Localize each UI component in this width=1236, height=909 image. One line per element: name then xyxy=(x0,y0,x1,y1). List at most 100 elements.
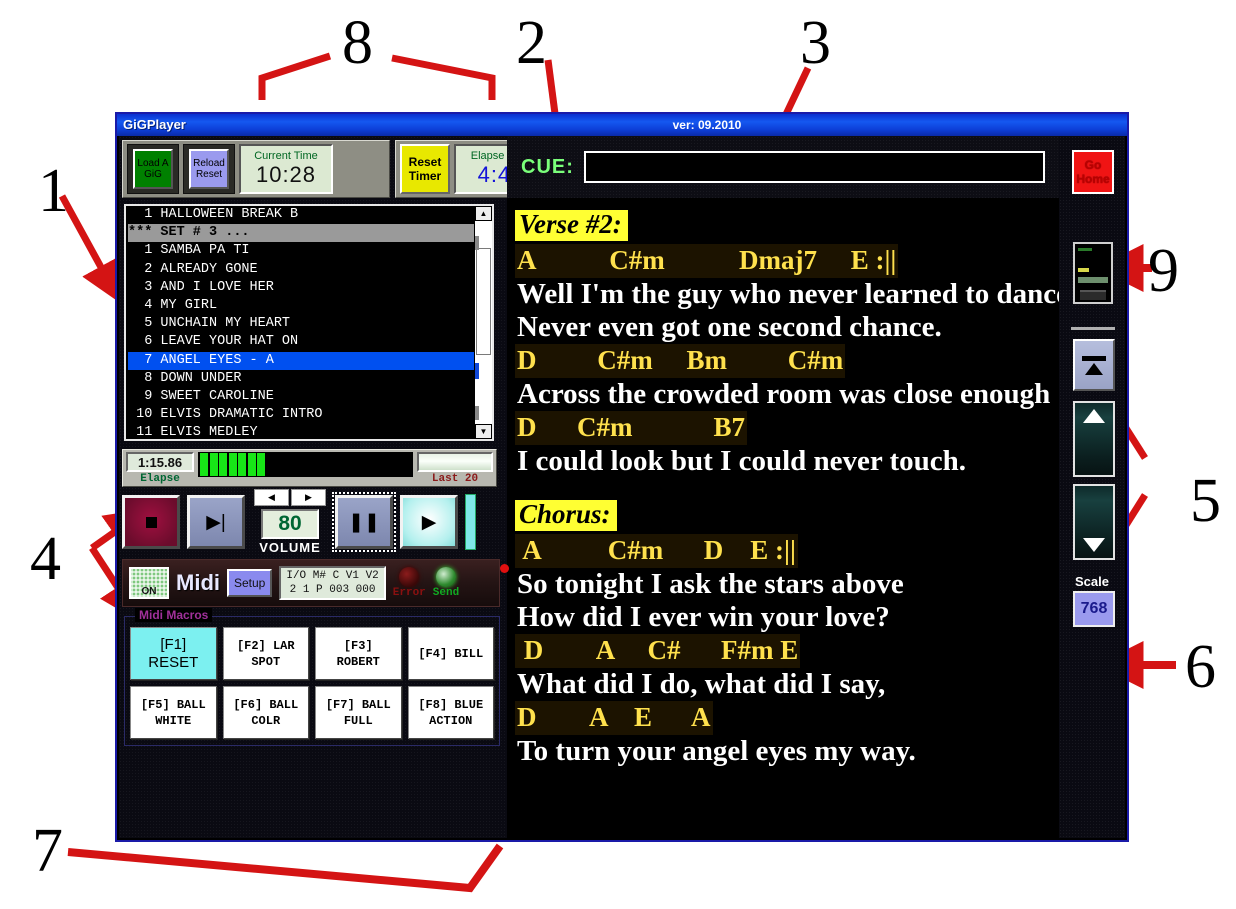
volume-value: 80 xyxy=(261,509,319,539)
progress-segment xyxy=(200,453,208,476)
progress-segment xyxy=(257,453,265,476)
chord-line-wrap: D C#m Bm C#m xyxy=(515,344,1059,378)
annotation-number-4: 4 xyxy=(30,525,61,593)
macro-label-1: [F2] LAR xyxy=(236,638,295,653)
chord-line-wrap: D A C# F#m E xyxy=(515,634,1059,668)
next-track-button[interactable]: ▶| xyxy=(187,495,245,549)
lyric-line: Across the crowded room was close enough xyxy=(517,378,1051,410)
go-home-button[interactable]: Go Home xyxy=(1072,150,1114,194)
midi-send-indicator: Send xyxy=(433,567,459,599)
song-list-row[interactable]: 1 SAMBA PA TI xyxy=(128,243,250,259)
macro-label-1: [F7] BALL xyxy=(325,697,391,712)
midi-table-values: 2 1 P 003 000 xyxy=(289,584,376,596)
annotation-number-7: 7 xyxy=(32,817,63,885)
macro-label-1: [F3] xyxy=(343,638,373,653)
scroll-up-button[interactable]: ▲ xyxy=(475,206,492,221)
macro-label-1: [F1] xyxy=(160,635,187,653)
lyric-line: So tonight I ask the stars above xyxy=(517,568,904,600)
reload-reset-button[interactable]: Reload Reset xyxy=(189,149,229,189)
scroll-thumb[interactable] xyxy=(476,248,491,355)
midi-on-toggle[interactable]: ON xyxy=(129,567,169,599)
reset-timer-label-1: Reset xyxy=(408,155,442,169)
song-list-row[interactable]: 5 UNCHAIN MY HEART xyxy=(128,316,291,332)
app-title: GiGPlayer xyxy=(123,117,186,132)
midi-title: Midi xyxy=(176,570,220,595)
page-up-button[interactable] xyxy=(1073,401,1115,477)
current-time-value: 10:28 xyxy=(255,162,317,187)
song-list[interactable]: 1 HALLOWEEN BREAK B *** SET # 3 ... 1 SAM… xyxy=(126,206,474,439)
lyrics-section-title: Verse #2: xyxy=(515,210,628,241)
cue-input[interactable] xyxy=(583,151,1045,183)
monitor-icon[interactable] xyxy=(1073,242,1113,304)
song-list-row[interactable]: 9 SWEET CAROLINE xyxy=(128,389,274,405)
song-list-scrollbar[interactable]: ▲ ▼ xyxy=(474,206,492,439)
song-list-row[interactable]: 4 MY GIRL xyxy=(128,298,218,314)
song-list-row[interactable]: 10 ELVIS DRAMATIC INTRO xyxy=(128,407,323,423)
macro-label-1: [F6] BALL xyxy=(233,697,299,712)
pause-button[interactable]: ❚❚ xyxy=(332,492,396,552)
volume-up-button[interactable]: ▶ xyxy=(291,489,326,506)
annotation-number-9: 9 xyxy=(1148,237,1179,305)
progress-segment xyxy=(247,453,256,476)
stop-button[interactable] xyxy=(122,495,180,549)
volume-down-button[interactable]: ◀ xyxy=(254,489,289,506)
scroll-marker-current xyxy=(475,363,479,379)
scale-value[interactable]: 768 xyxy=(1073,591,1115,627)
song-list-row[interactable]: *** SET # 3 ... xyxy=(128,224,474,243)
rail-divider xyxy=(1071,327,1115,330)
elapse-value: 1:15.86 xyxy=(126,452,194,472)
right-control-rail: Go Home xyxy=(1059,136,1125,838)
lyrics-section-title-wrap: Chorus: xyxy=(515,500,1059,534)
page-down-button[interactable] xyxy=(1073,484,1115,560)
song-list-row[interactable]: 8 DOWN UNDER xyxy=(128,370,242,386)
macro-label-1: [F8] BLUE xyxy=(418,697,484,712)
lyrics-block-gap xyxy=(515,478,1059,500)
scroll-down-button[interactable]: ▼ xyxy=(475,424,492,439)
title-bar: GiGPlayer ver: 09.2010 xyxy=(117,114,1127,136)
reset-timer-button[interactable]: Reset Timer xyxy=(400,144,450,194)
lyrics-panel[interactable]: Verse #2:A C#m Dmaj7 E :||Well I'm the g… xyxy=(509,200,1059,838)
reload-label-2: Reset xyxy=(195,169,223,180)
go-to-top-button[interactable] xyxy=(1073,339,1115,391)
last20-caption: Last 20 xyxy=(431,473,479,485)
chord-line: D C#m B7 xyxy=(515,411,747,445)
lyric-line: What did I do, what did I say, xyxy=(517,668,886,700)
annotation-number-3: 3 xyxy=(800,9,831,77)
song-list-row[interactable]: 3 AND I LOVE HER xyxy=(128,279,274,295)
macro-label-2: RESET xyxy=(148,653,199,671)
play-button[interactable]: ▶ xyxy=(400,495,458,549)
go-home-label-2: Home xyxy=(1076,172,1110,186)
song-list-row[interactable]: 6 LEAVE YOUR HAT ON xyxy=(128,334,299,350)
macro-label-2: ACTION xyxy=(429,713,473,728)
page-down-icon xyxy=(1083,538,1105,552)
volume-level-strip[interactable] xyxy=(465,494,476,550)
macro-button[interactable]: [F3]ROBERT xyxy=(315,627,402,680)
midi-setup-button[interactable]: Setup xyxy=(227,569,273,597)
macro-label-2: FULL xyxy=(343,713,373,728)
song-list-row[interactable]: 11 ELVIS MEDLEY xyxy=(128,425,258,439)
midi-bar: ON Midi Setup I/O M# C V1 V2 2 1 P 003 0… xyxy=(122,559,500,607)
lyric-line: Never even got one second chance. xyxy=(517,311,942,343)
song-list-row[interactable]: 2 ALREADY GONE xyxy=(128,261,258,277)
top-bar-icon xyxy=(1082,355,1106,361)
load-gig-button[interactable]: Load A GiG xyxy=(133,149,173,189)
chord-line: D A C# F#m E xyxy=(515,634,801,668)
annotation-number-1: 1 xyxy=(38,157,69,225)
progress-track[interactable] xyxy=(198,452,413,477)
macro-button[interactable]: [F1]RESET xyxy=(130,627,217,680)
chord-line-wrap: D A E A xyxy=(515,701,1059,735)
song-list-row[interactable]: 7 ANGEL EYES - A xyxy=(128,351,474,370)
load-gig-label-1: Load A xyxy=(137,158,169,169)
play-icon: ▶ xyxy=(421,511,437,533)
list-end-marker xyxy=(500,564,509,573)
song-list-row[interactable]: 1 HALLOWEEN BREAK B xyxy=(128,207,299,222)
midi-status-table: I/O M# C V1 V2 2 1 P 003 000 xyxy=(279,566,386,600)
macro-button[interactable]: [F4] BILL xyxy=(407,627,494,680)
pause-icon: ❚❚ xyxy=(348,511,380,533)
